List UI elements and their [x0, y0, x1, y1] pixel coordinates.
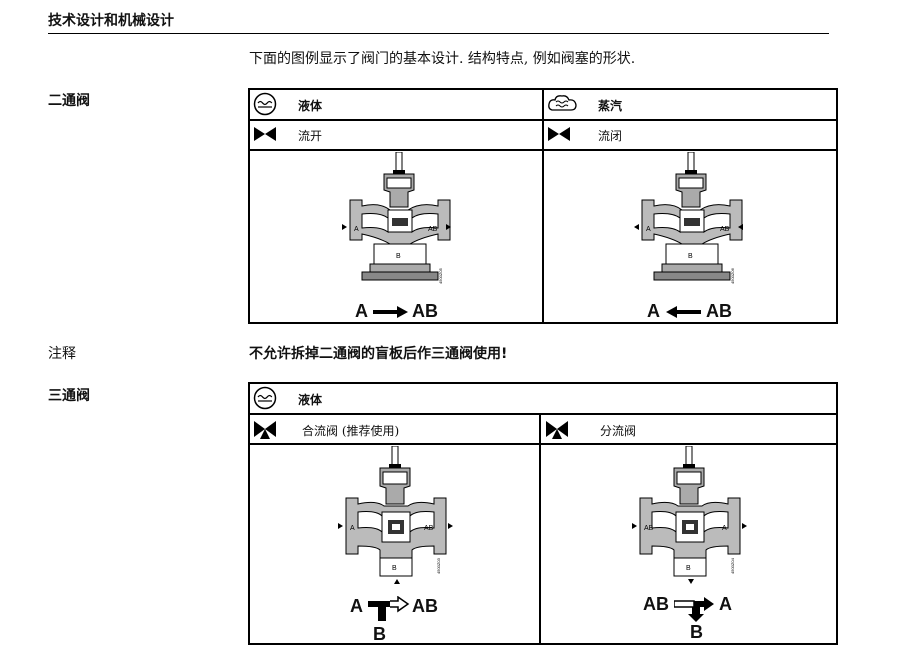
three-way-table [248, 382, 838, 645]
svg-text:A: A [354, 226, 359, 233]
three-way-left-from-a: A [350, 596, 363, 616]
svg-text:B: B [392, 565, 397, 572]
two-way-left-valve-drawing: A AB B 4500Z05 [340, 151, 460, 294]
svg-text:AB: AB [424, 525, 434, 532]
two-way-valve-icon [547, 126, 571, 146]
svg-text:A: A [646, 226, 651, 233]
liquid-icon [252, 386, 278, 414]
two-way-row-divider-2 [248, 149, 838, 151]
three-way-col-divider [539, 413, 541, 645]
two-way-left-medium: 液体 [298, 99, 323, 113]
three-way-valve-icon [545, 420, 569, 444]
three-way-row-divider-2 [248, 443, 838, 445]
header-divider [48, 33, 829, 34]
svg-text:AB: AB [644, 525, 654, 532]
three-way-right-valve-drawing: AB A B 4500Z04 [630, 445, 750, 590]
two-way-label: 二通阀 [48, 93, 90, 109]
three-way-medium: 液体 [298, 393, 323, 407]
note-text: 不允许拆掉二通阀的盲板后作三通阀使用! [249, 346, 508, 362]
divert-arrow-icon [673, 596, 716, 626]
svg-text:B: B [396, 253, 401, 260]
two-way-right-medium: 蒸汽 [598, 99, 623, 113]
two-way-left-flow: 流开 [298, 129, 323, 143]
arrow-left-icon [665, 304, 701, 323]
two-way-valve-icon [253, 126, 277, 146]
three-way-left-flow: 合流阀 (推荐使用) [302, 424, 400, 438]
three-way-right-to-a: A [719, 594, 732, 614]
intro-text: 下面的图例显示了阀门的基本设计. 结构特点, 例如阀塞的形状. [249, 51, 636, 67]
three-way-left-from-b: B [373, 624, 386, 644]
svg-text:4500Z03: 4500Z03 [436, 557, 441, 574]
three-way-right-flow: 分流阀 [600, 424, 637, 438]
svg-text:A: A [350, 525, 355, 532]
svg-text:AB: AB [720, 226, 730, 233]
three-way-valve-icon [253, 420, 277, 444]
note-label: 注释 [48, 346, 76, 362]
two-way-col-divider [542, 88, 544, 324]
svg-text:B: B [688, 253, 693, 260]
two-way-left-flow-to: AB [412, 301, 438, 321]
steam-icon [546, 92, 580, 120]
svg-text:4500Z05: 4500Z05 [438, 267, 443, 284]
svg-text:B: B [686, 565, 691, 572]
svg-text:AB: AB [428, 226, 438, 233]
two-way-right-flow: 流闭 [598, 129, 623, 143]
three-way-left-valve-drawing: A AB B 4500Z03 [336, 445, 456, 590]
two-way-left-flow-from: A [355, 301, 368, 321]
three-way-right-to-b: B [690, 622, 703, 642]
liquid-icon [252, 92, 278, 120]
two-way-row-divider-1 [248, 119, 838, 121]
arrow-right-icon [373, 304, 409, 323]
three-way-left-to-ab: AB [412, 596, 438, 616]
svg-text:A: A [722, 525, 727, 532]
three-way-right-from-ab: AB [643, 594, 669, 614]
svg-text:4500Z04: 4500Z04 [730, 557, 735, 574]
two-way-right-flow-to: AB [706, 301, 732, 321]
three-way-label: 三通阀 [48, 388, 90, 404]
merge-arrow-icon [368, 595, 410, 626]
two-way-right-flow-from: A [647, 301, 660, 321]
page-header-title: 技术设计和机械设计 [48, 13, 174, 29]
svg-text:4500Z06: 4500Z06 [730, 267, 735, 284]
two-way-right-valve-drawing: A AB B 4500Z06 [632, 151, 752, 294]
three-way-row-divider-1 [248, 413, 838, 415]
